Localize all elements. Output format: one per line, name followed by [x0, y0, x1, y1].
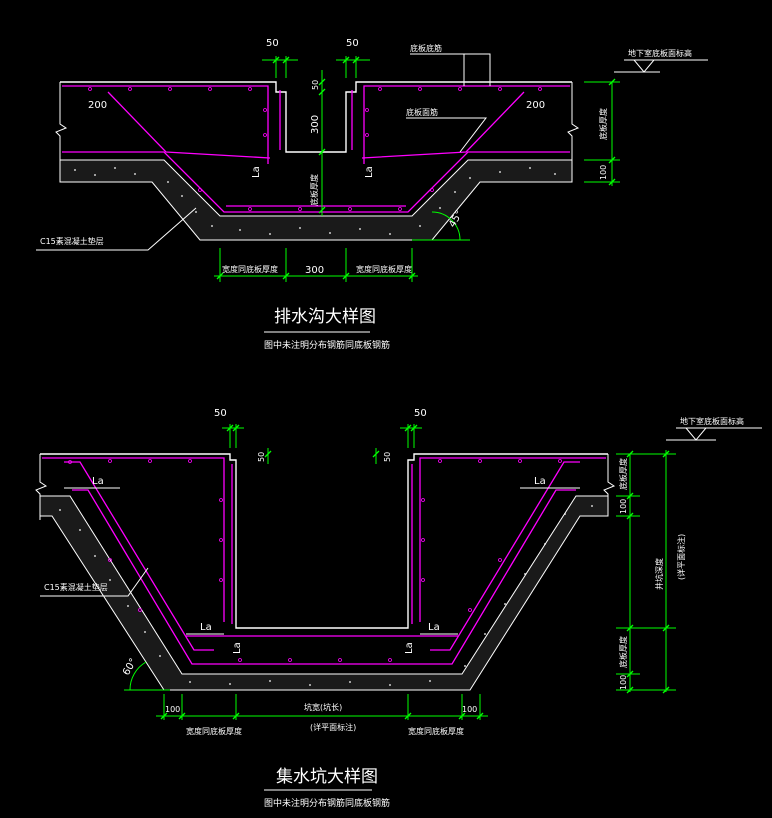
ditch-bottom-bar	[62, 151, 570, 213]
pit-label-c15: C15素混凝土垫层	[44, 582, 108, 592]
ditch-dim-50-left: 50	[266, 38, 279, 49]
right-break-line	[567, 82, 580, 182]
pit-width-note: (详平面标注)	[310, 722, 356, 732]
ditch-label-bottom-bar: 底板底筋	[410, 43, 442, 53]
pit-dim-50-v-left: 50	[257, 452, 266, 462]
ditch-subtitle: 图中未注明分布钢筋同底板钢筋	[264, 339, 390, 351]
pit-angle-arc	[129, 661, 147, 691]
bend-bar-left	[107, 91, 271, 159]
ditch-dim-50-vertical: 50	[311, 80, 320, 90]
pit-dim-100-bottom: 100	[619, 675, 628, 690]
pit-la-1: La	[92, 476, 104, 487]
pit-outline	[40, 453, 608, 629]
drain-ditch-detail: La La 200 200 50 50 50 300	[36, 38, 708, 351]
pit-dim-50-left: 50	[214, 408, 227, 419]
concrete-dots-bottom	[59, 505, 593, 686]
ditch-dim-300-depth: 300	[310, 115, 321, 134]
ditch-angle-arc	[431, 211, 461, 241]
ditch-slab-thickness-center: 底板厚度	[309, 174, 319, 206]
ditch-label-c15: C15素混凝土垫层	[40, 236, 104, 246]
pit-la-6: La	[404, 642, 415, 654]
pit-dim-50-v-right: 50	[383, 452, 392, 462]
pit-dim-100-top: 100	[619, 499, 628, 514]
pit-slab-thickness-bottom: 底板厚度	[618, 636, 628, 668]
ditch-wall-left-label: 宽度同底板厚度	[222, 264, 278, 274]
pit-dim-100-left: 100	[165, 705, 180, 714]
ditch-slab-top-outline	[60, 81, 572, 153]
pit-label-floor-elevation: 地下室底板面标高	[680, 416, 744, 426]
pit-outer-bar	[72, 489, 576, 665]
top-bar-left	[62, 85, 269, 164]
ditch-title: 排水沟大样图	[274, 307, 376, 327]
pit-subtitle: 图中未注明分布钢筋同底板钢筋	[264, 797, 390, 809]
pit-depth-note: (详平面标注)	[676, 534, 686, 580]
ditch-dimensions: 50 50 50 300 底板厚度 底板厚度 100	[214, 38, 620, 282]
rebar-dots-top	[88, 87, 542, 211]
ditch-dim-200-left: 200	[88, 100, 107, 111]
pit-slab-thickness-top: 底板厚度	[618, 458, 628, 490]
concrete-dots-top	[74, 167, 556, 235]
pit-dimensions: 50 50 50 50 底板厚	[121, 408, 686, 736]
pit-slope-bar-left	[64, 461, 214, 651]
ditch-leaders: 底板底筋 底板面筋 地下室底板面标高 C15素混凝土垫层	[36, 43, 708, 251]
pit-c15-blinding-layer	[39, 495, 609, 691]
pit-la-2: La	[534, 476, 546, 487]
pit-leaders: C15素混凝土垫层 地下室底板面标高	[40, 416, 762, 597]
ditch-label-top-bar: 底板面筋	[406, 107, 438, 117]
pit-wall-right-label: 宽度同底板厚度	[408, 726, 464, 736]
pit-slope-bar-right	[430, 461, 580, 651]
pit-la-3: La	[200, 622, 212, 633]
pit-dim-50-right: 50	[414, 408, 427, 419]
pit-title: 集水坑大样图	[276, 767, 378, 787]
bend-bar-right	[361, 91, 525, 159]
pit-width-label: 坑宽(坑长)	[304, 702, 342, 712]
left-break-line	[55, 82, 68, 182]
pit-la-4: La	[428, 622, 440, 633]
pit-dim-100-right: 100	[462, 705, 477, 714]
ditch-dim-200-right: 200	[526, 100, 545, 111]
ditch-dim-300-width: 300	[305, 265, 324, 276]
pit-top-bar-right	[419, 457, 606, 622]
pit-depth-label: 井坑深度	[654, 558, 664, 590]
ditch-dim-50-right: 50	[346, 38, 359, 49]
pit-wall-left-label: 宽度同底板厚度	[186, 726, 242, 736]
sump-pit-detail: La La La La La La 50 50 50	[35, 408, 762, 809]
pit-rebar	[42, 457, 606, 665]
ditch-dim-100: 100	[599, 165, 608, 180]
top-bar-right	[363, 85, 570, 164]
ditch-label-floor-elevation: 地下室底板面标高	[628, 48, 692, 58]
pit-la-5: La	[232, 642, 243, 654]
ditch-c15-blinding-layer	[59, 159, 573, 241]
ditch-slab-thickness-right: 底板厚度	[598, 108, 608, 140]
ditch-wall-right-label: 宽度同底板厚度	[356, 264, 412, 274]
ditch-rebar	[62, 85, 570, 213]
rebar-dots-bottom	[68, 459, 562, 662]
ditch-la-left: La	[251, 166, 262, 178]
ditch-la-right: La	[364, 166, 375, 178]
pit-top-bar-left	[42, 457, 225, 622]
